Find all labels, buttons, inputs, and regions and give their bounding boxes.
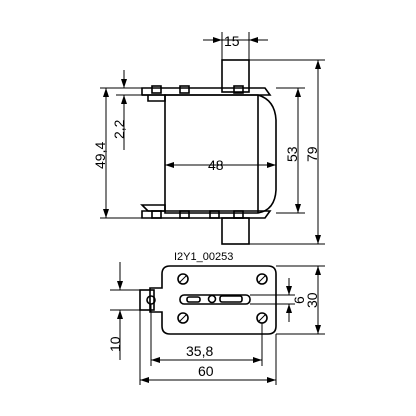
bottom-contact-blade: [221, 217, 250, 245]
dim-48-label: 48: [208, 157, 224, 173]
mounting-tab: [139, 289, 155, 311]
dim-15-label: 15: [224, 33, 240, 49]
top-clamp: [141, 87, 272, 96]
dim-53-label: 53: [284, 146, 300, 162]
top-contact-blade: [221, 59, 250, 93]
elevation-view: 15 48 79 53 49,4 2,2: [92, 32, 325, 245]
dim-49-4-label: 49,4: [92, 142, 108, 169]
dim-2-2-label: 2,2: [111, 119, 127, 139]
drawing-id: I2Y1_00253: [174, 251, 233, 263]
plan-view: 6 30 10 35,8 60: [107, 262, 325, 385]
fuse-body: [164, 94, 277, 214]
dim-79-label: 79: [304, 146, 320, 162]
dim-60-label: 60: [198, 363, 214, 379]
corner-screws: [177, 273, 268, 324]
indicator-slot: [179, 294, 251, 305]
dim-35-8-label: 35,8: [186, 343, 213, 359]
bottom-clamp: [140, 204, 166, 212]
dim-10-label: 10: [107, 336, 123, 352]
dim-6-label: 6: [291, 296, 307, 304]
base-plate: [149, 265, 277, 335]
dim-30-label: 30: [304, 292, 320, 308]
